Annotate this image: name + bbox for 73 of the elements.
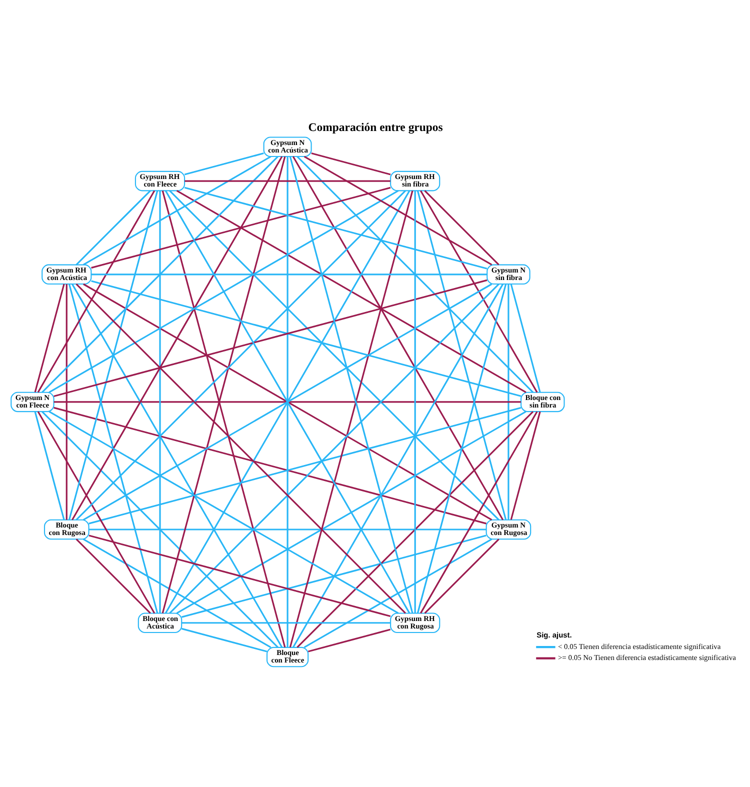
- node-box: Gypsum RH con Fleece: [134, 170, 185, 192]
- connector: [90, 274, 487, 276]
- connector: [158, 190, 160, 614]
- connector: [71, 156, 282, 520]
- connector: [82, 283, 492, 520]
- connector: [88, 528, 486, 530]
- connector: [90, 186, 390, 269]
- connector: [88, 534, 390, 618]
- node-box: Bloque con Acústica: [137, 612, 182, 633]
- connector: [414, 190, 416, 614]
- connector: [168, 190, 499, 520]
- connector: [34, 284, 64, 392]
- connector: [65, 284, 67, 520]
- legend-label: >= 0.05 No Tienen diferencia estadísticamente significativa: [557, 653, 736, 662]
- connector: [53, 401, 520, 403]
- connector: [184, 186, 487, 270]
- node-box: Bloque con Fleece: [266, 646, 308, 668]
- connector: [181, 534, 486, 618]
- connector: [184, 180, 390, 182]
- connector: [68, 284, 158, 614]
- connector: [71, 284, 282, 648]
- connector: [168, 283, 499, 614]
- legend-label: < 0.05 Tienen diferencia estadísticamente significativa: [557, 642, 720, 652]
- connector: [292, 284, 504, 648]
- connector: [176, 410, 526, 614]
- connector: [48, 190, 398, 394]
- connector: [420, 190, 538, 393]
- connector: [416, 190, 506, 520]
- connector: [507, 284, 509, 520]
- connector: [53, 406, 486, 524]
- connector: [34, 411, 64, 520]
- connector: [296, 411, 534, 648]
- connector: [180, 628, 267, 652]
- node-box: Gypsum RH sin fibra: [390, 170, 440, 192]
- connector: [181, 622, 390, 624]
- connector: [36, 411, 155, 614]
- connector: [510, 284, 540, 392]
- connector: [82, 156, 271, 266]
- connector: [82, 538, 271, 648]
- node-box: Gypsum N con Fleece: [10, 392, 54, 412]
- connector: [424, 538, 499, 614]
- node-box: Bloque con Rugosa: [43, 519, 89, 540]
- node-box: Gypsum RH con Rugosa: [390, 612, 440, 633]
- connector: [307, 628, 390, 652]
- connector: [286, 156, 288, 648]
- node-box: Gypsum N sin fibra: [486, 264, 530, 285]
- connector: [53, 279, 487, 397]
- connector: [88, 407, 521, 524]
- diagram-title: Comparación entre grupos: [308, 121, 442, 134]
- connector: [68, 190, 158, 520]
- connector: [303, 156, 492, 266]
- connector: [310, 152, 390, 176]
- connector: [75, 284, 406, 614]
- connector: [296, 156, 534, 393]
- connector: [176, 190, 526, 394]
- connector: [75, 538, 150, 614]
- connector: [75, 190, 150, 266]
- connector: [36, 190, 155, 393]
- connector: [420, 411, 538, 614]
- node-box: Gypsum N con Acústica: [262, 136, 312, 158]
- connector: [424, 190, 499, 266]
- connector: [75, 190, 406, 520]
- connector: [416, 284, 506, 614]
- connector: [303, 538, 492, 648]
- connector: [90, 280, 521, 397]
- node-box: Gypsum RH con Acústica: [41, 264, 92, 285]
- connector: [184, 152, 264, 176]
- connector: [164, 190, 410, 614]
- connector: [510, 411, 540, 520]
- connector: [292, 156, 504, 520]
- node-box: Bloque con sin fibra: [520, 392, 564, 412]
- connector: [48, 410, 398, 614]
- node-box: Gypsum N con Rugosa: [485, 519, 531, 540]
